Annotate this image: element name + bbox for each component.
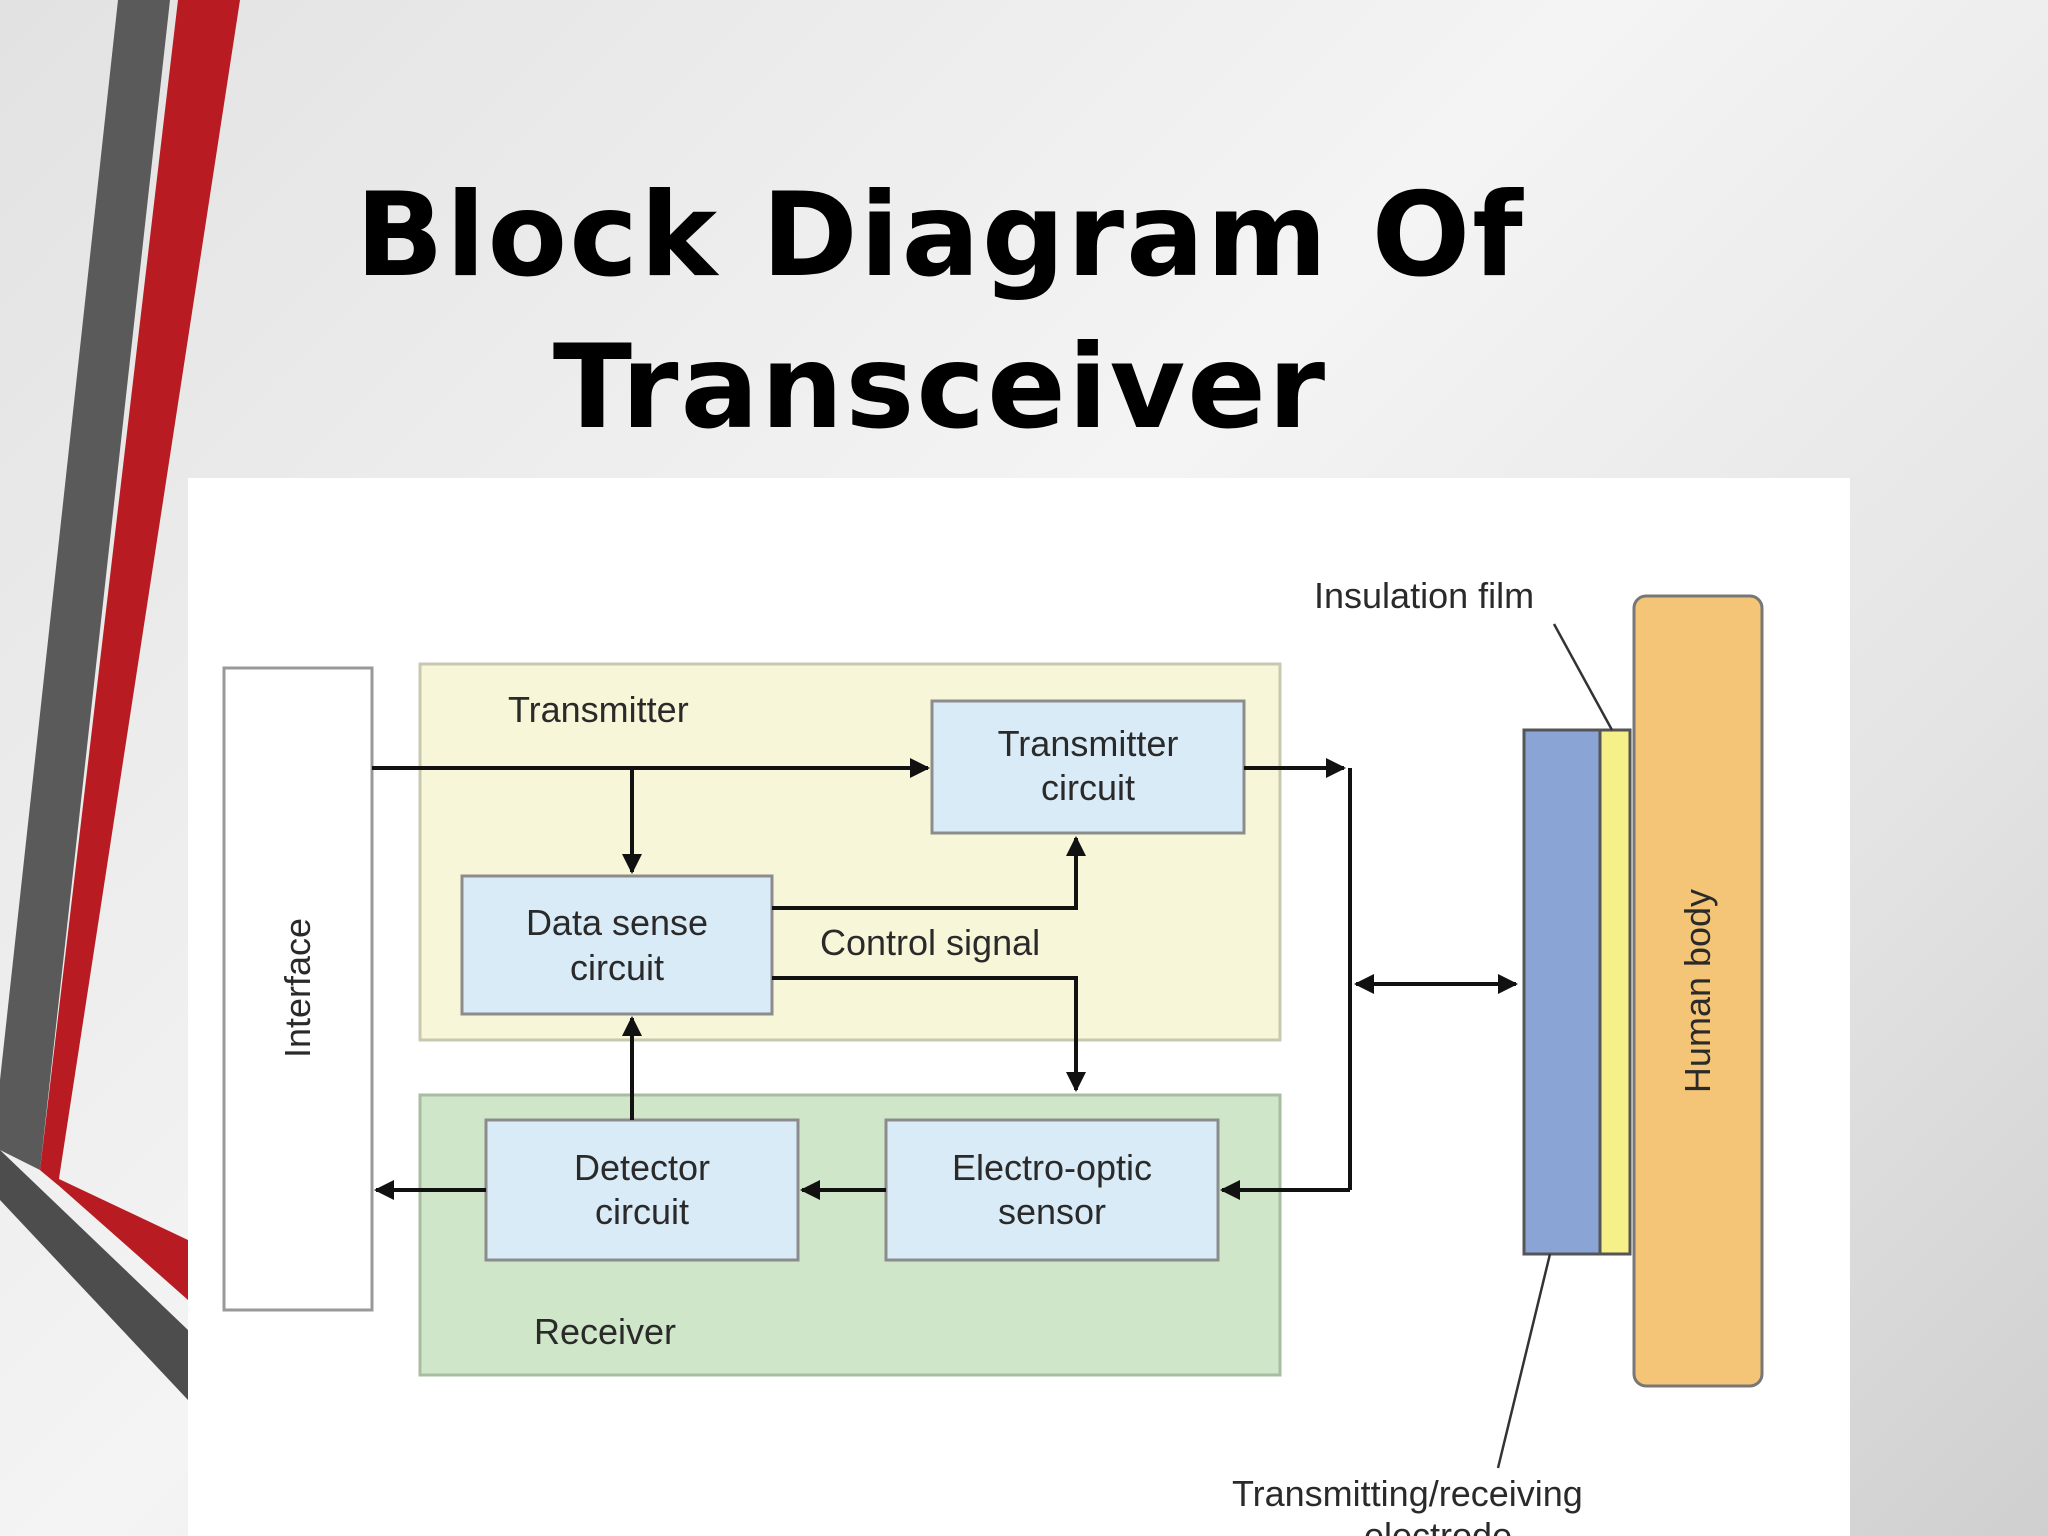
- data-sense-circuit-box: [460, 874, 774, 1016]
- electro-optic-sensor-box: [884, 1118, 1220, 1262]
- electro-optic-sensor-line2: sensor: [998, 1191, 1106, 1232]
- gray-stripe-top: [0, 0, 170, 1170]
- interface-label: Interface: [277, 918, 318, 1058]
- transmitter-label: Transmitter: [508, 689, 689, 730]
- detector-circuit-box: [484, 1118, 800, 1262]
- transceiver-diagram: Interface Transmitter Receiver Transmitt…: [222, 575, 1764, 1536]
- electro-optic-sensor-line1: Electro-optic: [952, 1147, 1152, 1188]
- insulation-film-layer: [1598, 728, 1632, 1256]
- transmitter-circuit-line2: circuit: [1041, 767, 1135, 808]
- arrow-control-to-transmitter-circuit: [772, 836, 1086, 910]
- title-line-1: Block Diagram Of: [355, 168, 1525, 303]
- red-stripe-bottom: [40, 1170, 188, 1300]
- electrode-pointer: [1496, 1253, 1552, 1469]
- electrode-layer: [1522, 728, 1602, 1256]
- transmitter-circuit-box: [930, 699, 1246, 835]
- electrode-label-line1: Transmitting/receiving: [1232, 1473, 1583, 1514]
- receiver-label: Receiver: [534, 1311, 676, 1352]
- human-body-block: [1632, 594, 1764, 1388]
- electrode-label-line2: electrode: [1364, 1515, 1512, 1536]
- diagram-panel: Interface Transmitter Receiver Transmitt…: [188, 478, 1850, 1536]
- insulation-film-label: Insulation film: [1314, 575, 1534, 616]
- red-stripe-top: [40, 0, 240, 1185]
- interface-box: [222, 666, 374, 1312]
- gray-stripe-bottom: [0, 1150, 188, 1400]
- detector-circuit-line1: Detector: [574, 1147, 710, 1188]
- human-body-label: Human body: [1677, 889, 1718, 1093]
- control-signal-label: Control signal: [820, 922, 1040, 963]
- data-sense-circuit-line1: Data sense: [526, 902, 708, 943]
- title-line-2: Transceiver: [552, 320, 1328, 455]
- slide-title: Block Diagram Of Transceiver: [300, 160, 1580, 464]
- arrow-control-to-electro-optic-sensor: [772, 976, 1086, 1092]
- detector-circuit-line2: circuit: [595, 1191, 689, 1232]
- transmitter-circuit-line1: Transmitter: [998, 723, 1179, 764]
- data-sense-circuit-line2: circuit: [570, 947, 664, 988]
- insulation-film-pointer: [1552, 623, 1614, 731]
